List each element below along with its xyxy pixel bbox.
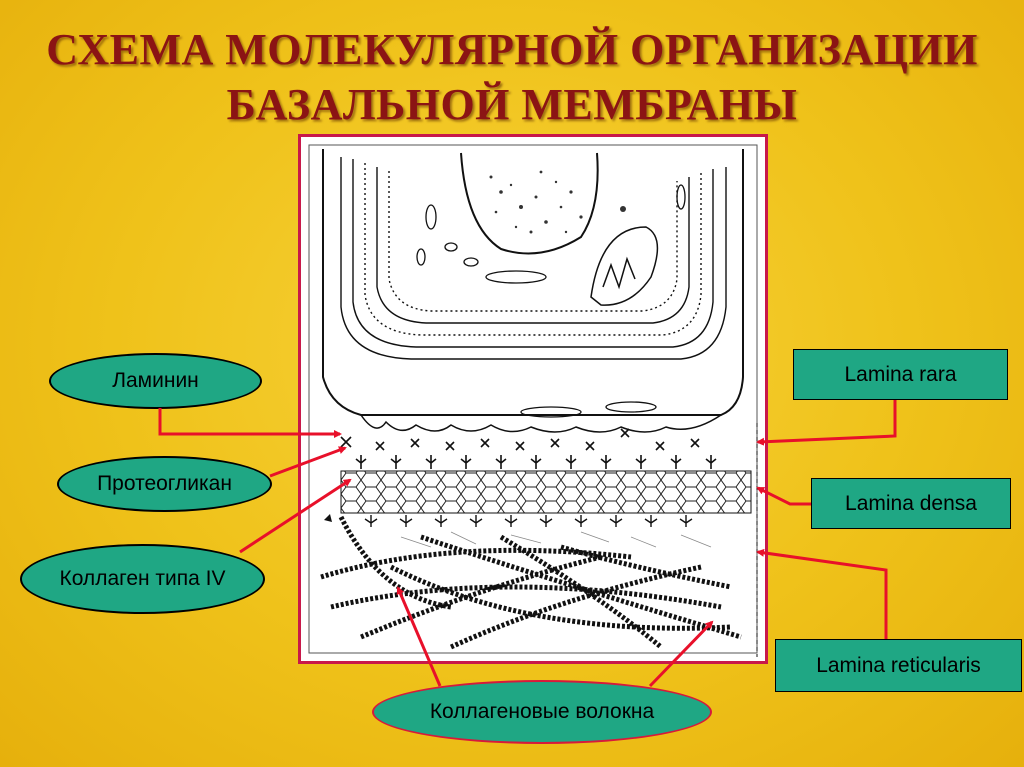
label-lamina-rara-text: Lamina rara bbox=[844, 362, 957, 386]
vesicles bbox=[416, 184, 686, 418]
small-pointer-icon bbox=[324, 514, 332, 522]
label-collagen-iv: Коллаген типа IV bbox=[20, 544, 265, 614]
reticular-hatching bbox=[400, 531, 712, 548]
label-lamina-rara: Lamina rara bbox=[793, 349, 1008, 400]
arrow-laminin bbox=[158, 408, 342, 438]
label-proteoglycan-text: Протеогликан bbox=[97, 472, 232, 495]
anchoring-fibrils bbox=[364, 515, 693, 527]
laminin-molecules bbox=[340, 428, 717, 469]
collagen-fibers bbox=[320, 515, 742, 650]
label-lamina-reticularis-text: Lamina reticularis bbox=[816, 653, 981, 677]
label-collagen-fibers-text: Коллагеновые волокна bbox=[429, 700, 655, 723]
arrow-fibers-left bbox=[396, 586, 442, 687]
arrow-lamina-reticularis bbox=[756, 548, 888, 639]
label-laminin-text: Ламинин bbox=[112, 369, 199, 392]
label-laminin: Ламинин bbox=[49, 353, 262, 409]
slide-title-line-2: БАЗАЛЬНОЙ МЕМБРАНЫ bbox=[226, 80, 798, 129]
arrow-collagen-iv bbox=[239, 478, 352, 554]
slide-title-line-1: СХЕМА МОЛЕКУЛЯРНОЙ ОРГАНИЗАЦИИ bbox=[46, 25, 978, 74]
label-lamina-densa-text: Lamina densa bbox=[845, 491, 977, 515]
lamina-densa-lattice bbox=[340, 470, 752, 514]
label-lamina-reticularis: Lamina reticularis bbox=[775, 639, 1022, 692]
cell-outline bbox=[322, 149, 744, 416]
nucleus-chromatin bbox=[489, 170, 626, 234]
arrow-lamina-rara bbox=[756, 400, 897, 446]
mitochondrion bbox=[590, 226, 659, 306]
nucleus bbox=[460, 152, 599, 255]
label-collagen-iv-text: Коллаген типа IV bbox=[59, 567, 226, 590]
basement-membrane-figure bbox=[298, 134, 768, 664]
endoplasmic-reticulum bbox=[340, 157, 727, 360]
arrow-proteoglycan bbox=[269, 446, 347, 478]
cell-base bbox=[360, 414, 722, 433]
label-collagen-fibers: Коллагеновые волокна bbox=[372, 680, 712, 744]
arrow-lamina-densa bbox=[756, 486, 811, 506]
label-lamina-densa: Lamina densa bbox=[811, 478, 1011, 529]
membrane-schematic bbox=[308, 144, 758, 657]
label-proteoglycan: Протеогликан bbox=[57, 456, 272, 512]
arrow-fibers-right bbox=[648, 620, 714, 688]
